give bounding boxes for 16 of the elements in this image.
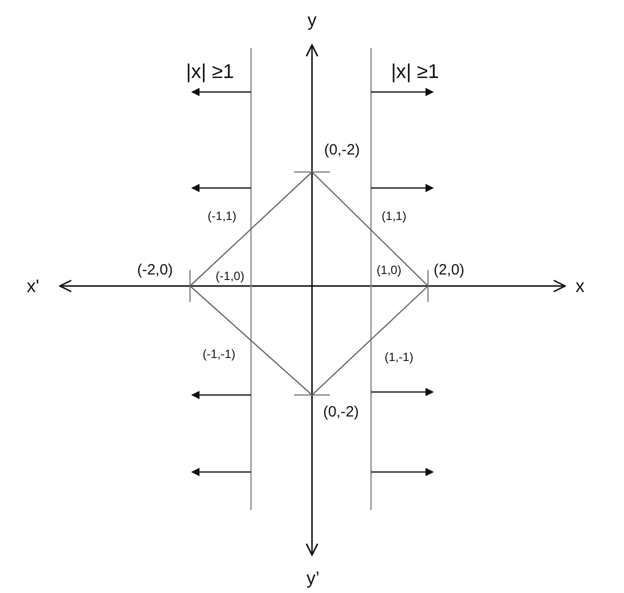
point-label: (-1,1) (208, 210, 236, 222)
point-label: (2,0) (434, 262, 464, 278)
axis-label: y’ (306, 569, 320, 587)
point-label: (-1,0) (216, 270, 244, 282)
inequality-label: |x| ≥1 (390, 62, 440, 82)
point-label: (1,1) (382, 210, 406, 222)
point-label: (0,-2) (324, 142, 360, 158)
point-label: (-1,-1) (202, 348, 236, 360)
axis-label: y (308, 11, 316, 29)
point-label: (0,-2) (323, 404, 359, 420)
axis-label: x (576, 277, 584, 295)
point-label: (1,0) (376, 264, 402, 276)
point-label: (-2,0) (137, 262, 173, 278)
inequality-label: |x| ≥1 (186, 62, 234, 82)
axis-label: x' (26, 277, 40, 295)
point-label: (1,-1) (384, 351, 414, 363)
